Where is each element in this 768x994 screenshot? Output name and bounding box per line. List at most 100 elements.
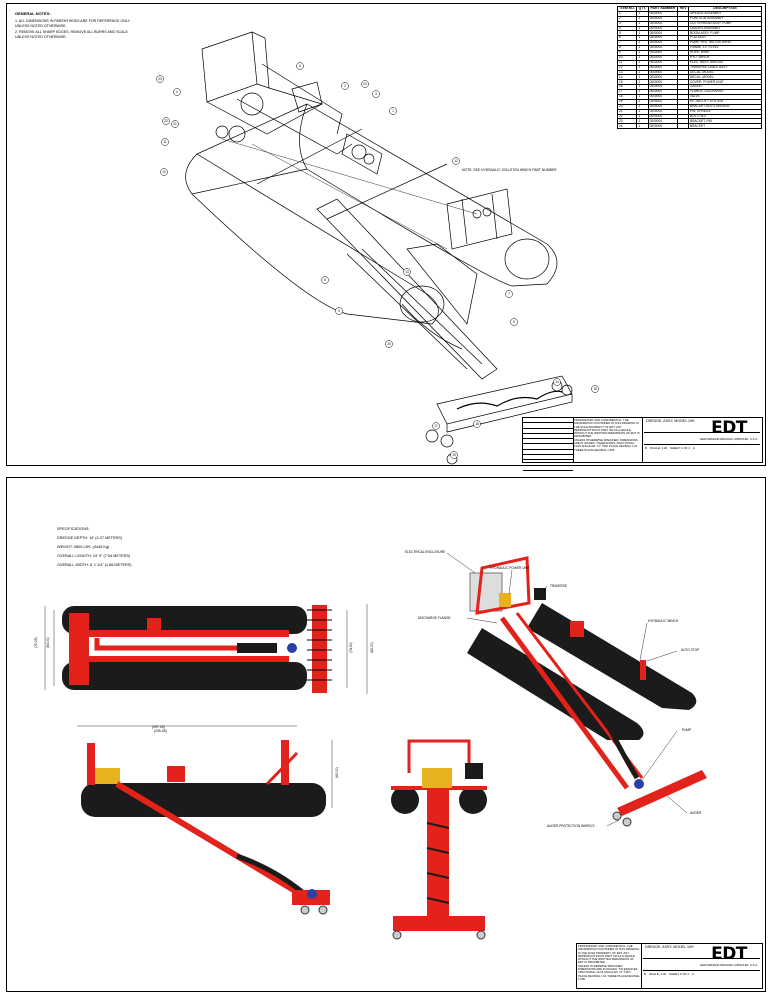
callout-auger-protection-wheels: AUGER PROTECTION WHEELS: [547, 824, 595, 828]
bom-cell: 1: [636, 123, 649, 130]
callout-auto-stop: AUTO STOP: [681, 648, 700, 652]
dim-side-inner: (245.28): [154, 729, 167, 733]
item-balloon: [403, 268, 411, 276]
item-balloon-number: 6: [299, 64, 301, 68]
item-balloon-number: 8: [324, 278, 326, 282]
general-notes: GENERAL NOTES: 1. ALL DIMENSIONS IN PARE…: [15, 11, 135, 39]
general-note: 2. REMOVE ALL SHARP EDGES, REMOVE ALL BU…: [15, 30, 128, 39]
dim-side-height: (65.00): [335, 767, 339, 778]
drawing-sheet-2: SPECIFICATIONS: DREDGE DEPTH: 14' (4.27 …: [6, 477, 766, 992]
bom-cell: 0000000: [647, 123, 679, 130]
item-balloon: [473, 420, 481, 428]
item-balloon-number: 3: [375, 92, 377, 96]
item-balloon: [162, 117, 170, 125]
item-balloon: [171, 120, 179, 128]
scale-label: SCALE: 1:40: [649, 446, 668, 450]
item-balloon-number: 23: [158, 77, 162, 81]
item-balloon: [505, 290, 513, 298]
item-balloon-number: 4: [176, 90, 178, 94]
item-balloon: [553, 378, 561, 386]
dim-top-right-2: (74.50): [349, 642, 353, 653]
hydraulic-power-unit: [240, 92, 264, 116]
item-balloon-number: 19: [452, 453, 456, 457]
item-balloon: [361, 80, 369, 88]
item-balloon-number: 11: [163, 140, 167, 144]
ladder-assembly: [316, 198, 498, 380]
dim-top-left-2: (64.00): [46, 637, 50, 648]
item-balloon-number: 9: [338, 309, 340, 313]
item-balloon-number: 7: [508, 292, 510, 296]
drawing-info-cells: B SCALE: 1:40 SHEET 2 OF 2 A: [643, 970, 760, 988]
item-balloon: [389, 107, 397, 115]
callout-traverse: TRAVERSE: [550, 584, 567, 588]
specifications: SPECIFICATIONS: DREDGE DEPTH: 14' (4.27 …: [57, 525, 207, 570]
item-balloon-number: 5: [513, 320, 515, 324]
edt-logo: EDT NEW DEMAND DESIGNS, MISSOURI, U.S.A.: [700, 418, 758, 442]
scale-label: SCALE: 1:40: [648, 972, 667, 976]
spec-line: OVERALL WIDTH: 6' 1 1/4" (1.86 METERS): [57, 563, 132, 567]
callout-hydraulic-winch: HYDRAULIC WINCH: [648, 619, 679, 623]
callout-auger: AUGER: [690, 811, 702, 815]
general-notes-title: GENERAL NOTES:: [15, 11, 51, 16]
drawing-title: DREDGE, ASSY, MODEL 10H: [644, 418, 760, 433]
title-block-sheet-1: PROPRIETARY AND CONFIDENTIAL. THE INFORM…: [522, 417, 763, 471]
item-balloon: [452, 157, 460, 165]
item-balloon-number: 1: [392, 109, 394, 113]
item-balloon: [173, 88, 181, 96]
item-balloon-number: 2: [344, 84, 346, 88]
hydraulic-note: NOTE: SEE HYDRAULIC SOLUTION WINCH PART …: [462, 168, 557, 172]
sheet-number: SHEET 2 OF 2: [669, 972, 689, 976]
item-balloon-number: 17: [434, 424, 438, 428]
sheet-size: B: [645, 446, 648, 450]
isometric-assembly-drawing: 234622432221111101289751415161819172013 …: [156, 31, 599, 465]
winch-drum: [351, 144, 367, 160]
item-balloon: [335, 307, 343, 315]
item-balloon: [385, 340, 393, 348]
general-note: 1. ALL DIMENSIONS IN PARENTHESIS ARE FOR…: [15, 19, 130, 28]
item-balloon-number: 24: [363, 82, 367, 86]
item-balloon-number: 21: [173, 122, 177, 126]
electrical-enclosure: [201, 31, 258, 103]
item-balloon-number: 22: [164, 119, 168, 123]
dim-side-overall: (297.25): [152, 725, 165, 729]
callout-hydraulic-power-unit: HYDRAULIC POWER UNIT: [490, 566, 530, 570]
sheet-number: SHEET 1 OF 2: [670, 446, 690, 450]
item-balloon: [161, 138, 169, 146]
item-balloon-number: 15: [593, 387, 597, 391]
rev-label: A: [691, 972, 694, 976]
disclaimer-text: PROPRIETARY AND CONFIDENTIAL. THE INFORM…: [573, 418, 643, 462]
drawing-info-cells: B SCALE: 1:40 SHEET 1 OF 2 A: [644, 444, 760, 462]
side-view: [77, 725, 333, 915]
item-balloon: [341, 82, 349, 90]
front-view: [391, 739, 487, 940]
item-balloon-number: 12: [454, 159, 458, 163]
title-block-sheet-2: PROPRIETARY AND CONFIDENTIAL. THE INFORM…: [576, 943, 763, 989]
item-balloon: [591, 385, 599, 393]
item-balloon: [450, 451, 458, 459]
item-balloon: [160, 168, 168, 176]
disclaimer-text: PROPRIETARY AND CONFIDENTIAL. THE INFORM…: [577, 944, 642, 988]
item-balloon-number: 10: [162, 170, 166, 174]
isometric-view: [446, 552, 707, 827]
item-balloon: [321, 276, 329, 284]
edt-logo: EDT NEW DEMAND DESIGNS, MISSOURI, U.S.A.: [700, 944, 758, 968]
item-balloon: [432, 422, 440, 430]
spec-line: OVERALL LENGTH: 24' 9" (7.54 METERS): [57, 554, 131, 558]
dim-top-right: (82.00): [370, 642, 374, 653]
bom-cell: BRACKET: [688, 123, 762, 130]
item-balloon: [510, 318, 518, 326]
drawing-title: DREDGE, ASSY, MODEL 10H: [643, 944, 760, 959]
pontoon-left: [185, 153, 439, 325]
spec-line: WEIGHT: 9800 LBS. (4445 Kg): [57, 545, 110, 549]
specs-title: SPECIFICATIONS:: [57, 527, 90, 531]
callout-electrical-enclosure: ELECTRICAL ENCLOSURE: [405, 550, 446, 554]
item-balloon-number: 20: [387, 342, 391, 346]
item-balloon-number: 14: [555, 380, 559, 384]
callout-pump: PUMP: [682, 728, 692, 732]
top-view: [44, 604, 368, 694]
dim-top-left: (72.25): [34, 637, 38, 648]
